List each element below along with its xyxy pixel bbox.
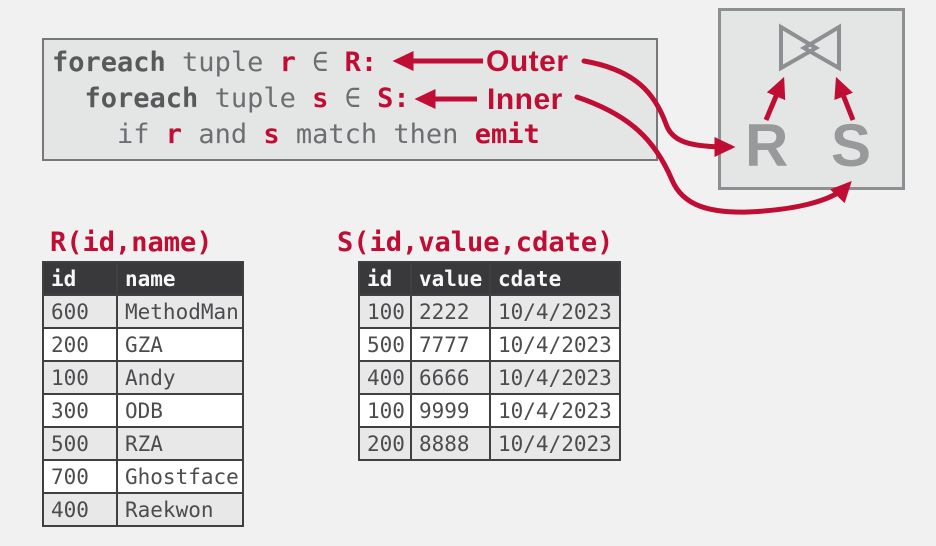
code-text: tuple xyxy=(198,83,313,114)
cell-id: 500 xyxy=(358,327,412,362)
code-text: if xyxy=(52,119,166,150)
code-line-outer-loop: foreach tuple r ∈ R: xyxy=(52,45,540,81)
column-header-id: id xyxy=(358,261,412,296)
cell-cdate: 10/4/2023 xyxy=(489,294,621,329)
table-s-title: S(id,value,cdate) xyxy=(337,227,614,258)
code-var-s: s xyxy=(263,119,280,150)
code-var-s: s xyxy=(312,83,329,114)
cell-name: Raekwon xyxy=(116,492,244,527)
cell-name: Ghostface xyxy=(116,459,244,494)
code-keyword: foreach xyxy=(84,83,199,114)
cell-name: GZA xyxy=(116,327,244,362)
code-var-r: r xyxy=(279,47,296,78)
cell-id: 100 xyxy=(42,360,118,395)
pseudocode-box: foreach tuple r ∈ R: foreach tuple s ∈ S… xyxy=(42,38,658,161)
code-text: and xyxy=(182,119,264,150)
cell-cdate: 10/4/2023 xyxy=(489,393,621,428)
pseudocode-lines: foreach tuple r ∈ R: foreach tuple s ∈ S… xyxy=(52,45,540,153)
cell-id: 400 xyxy=(42,492,118,527)
code-text: tuple xyxy=(165,47,280,78)
code-text: match then xyxy=(279,119,475,150)
table-s-header-row: id value cdate xyxy=(358,261,621,296)
cell-id: 300 xyxy=(42,393,118,428)
column-header-cdate: cdate xyxy=(489,261,621,296)
cell-cdate: 10/4/2023 xyxy=(489,360,621,395)
cell-value: 6666 xyxy=(410,360,491,395)
cell-cdate: 10/4/2023 xyxy=(489,426,621,461)
code-emit-keyword: emit xyxy=(474,119,540,150)
outer-loop-label: Outer xyxy=(486,45,569,78)
table-r-header-row: id name xyxy=(42,261,244,296)
code-relation-r: R: xyxy=(344,47,378,78)
relation-letter-r: R xyxy=(745,112,789,179)
cell-value: 2222 xyxy=(410,294,491,329)
cell-name: MethodMan xyxy=(116,294,244,329)
code-keyword: foreach xyxy=(52,47,166,78)
cell-id: 700 xyxy=(42,459,118,494)
cell-id: 500 xyxy=(42,426,118,461)
bowtie-join-icon xyxy=(779,23,841,72)
cell-value: 7777 xyxy=(410,327,491,362)
code-relation-s: S: xyxy=(377,83,410,114)
inner-loop-label: Inner xyxy=(487,83,563,116)
cell-name: Andy xyxy=(116,360,244,395)
cell-id: 100 xyxy=(358,294,412,329)
cell-name: RZA xyxy=(116,426,244,461)
cell-id: 200 xyxy=(42,327,118,362)
cell-value: 9999 xyxy=(410,393,491,428)
code-indent xyxy=(52,83,85,114)
relation-letter-s: S xyxy=(831,112,872,179)
cell-id: 400 xyxy=(358,360,412,395)
cell-id: 200 xyxy=(358,426,412,461)
cell-value: 8888 xyxy=(410,426,491,461)
cell-id: 100 xyxy=(358,393,412,428)
code-var-r: r xyxy=(165,119,183,150)
column-header-name: name xyxy=(116,261,244,296)
column-header-value: value xyxy=(410,261,491,296)
cell-name: ODB xyxy=(116,393,244,428)
code-line-inner-loop: foreach tuple s ∈ S: xyxy=(52,81,540,117)
table-r-title: R(id,name) xyxy=(50,227,213,258)
cell-cdate: 10/4/2023 xyxy=(489,327,621,362)
code-element-of: ∈ xyxy=(295,47,345,78)
column-header-id: id xyxy=(42,261,118,296)
cell-id: 600 xyxy=(42,294,118,329)
code-line-match-emit: if r and s match then emit xyxy=(52,117,540,153)
code-element-of: ∈ xyxy=(328,83,378,114)
